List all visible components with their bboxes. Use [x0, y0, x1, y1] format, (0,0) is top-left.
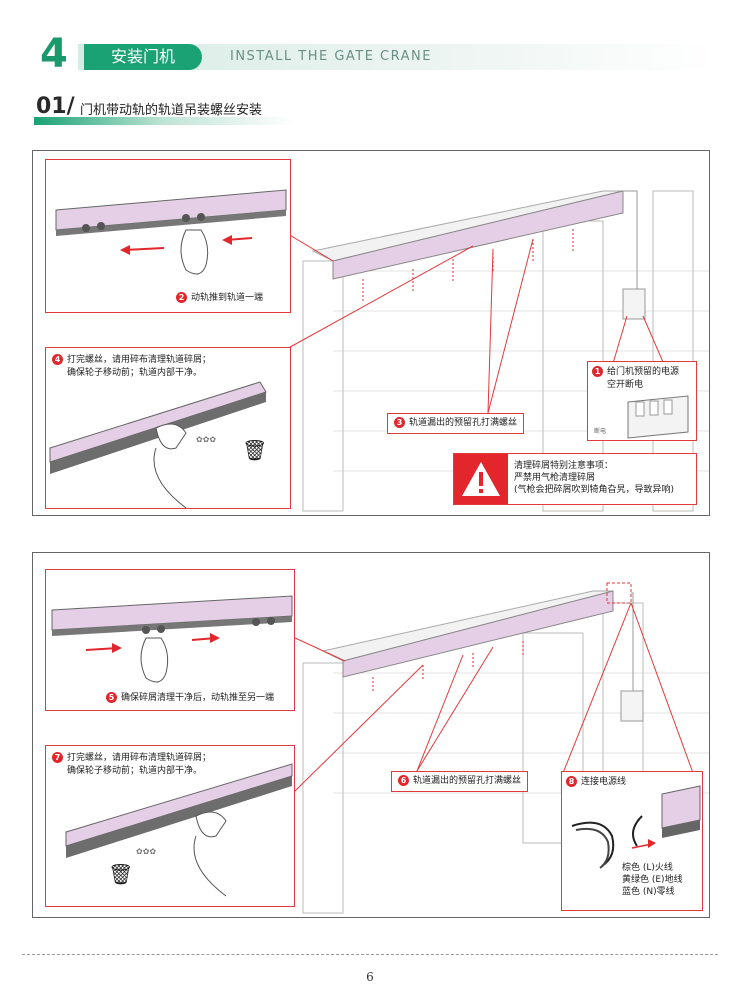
- section-title-zh: 安装门机: [84, 44, 202, 70]
- callout-1-text-1: 给门机预留的电源: [607, 367, 680, 377]
- warning-text: 清理碎屑特别注意事项： 严禁用气枪清理碎屑 (气枪会把碎屑吹到犄角旮旯，导致异响…: [514, 460, 674, 496]
- callout-2-badge: 2: [176, 292, 187, 303]
- callout-5-badge: 5: [106, 692, 117, 703]
- callout-2-label: 2 动轨推到轨道一端: [176, 292, 263, 305]
- callout-4-inset: 4 打完螺丝，请用碎布清理轨道碎屑； 确保轮子移动前；轨道内部干净。 ✿✿✿ 🗑: [45, 347, 291, 509]
- warning-title: 清理碎屑特别注意事项：: [514, 461, 614, 471]
- callout-7-label: 7 打完螺丝，请用碎布清理轨道碎屑； 确保轮子移动前；轨道内部干净。: [52, 752, 211, 778]
- callout-6-text: 轨道漏出的预留孔打满螺丝: [413, 776, 522, 786]
- illustration-panel-1: 2 动轨推到轨道一端 4 打完螺丝，请用碎布清理轨道碎屑； 确保轮子移动前；轨道内部…: [32, 150, 710, 516]
- rail-clean-illustration: ✿✿✿: [49, 381, 267, 508]
- trash-icon: 🗑: [242, 438, 268, 462]
- power-wire-illustration: [571, 785, 701, 869]
- step-underbar: [34, 117, 294, 125]
- page-number: 6: [366, 970, 374, 984]
- callout-4-text-2: 确保轮子移动前；轨道内部干净。: [67, 368, 203, 378]
- callout-1-badge: 1: [592, 366, 603, 377]
- callout-2-text: 动轨推到轨道一端: [191, 293, 264, 303]
- panel2-illustration: [292, 582, 709, 914]
- trash-icon: 🗑: [108, 862, 134, 886]
- section-number: 4: [40, 31, 68, 77]
- callout-7-badge: 7: [52, 752, 63, 763]
- wire-blue: 蓝色 (N)零线: [622, 887, 675, 897]
- callout-7-inset: 7 打完螺丝，请用碎布清理轨道碎屑； 确保轮子移动前；轨道内部干净。 ✿✿✿ 🗑: [45, 745, 295, 907]
- rail-clean-illustration-2: ✿✿✿: [65, 763, 293, 897]
- illustration-panel-2: 5 确保碎屑清理干净后，动轨推至另一端 7 打完螺丝，请用碎布清理轨道碎屑； 确保轮…: [32, 552, 710, 918]
- warning-triangle-icon: [462, 462, 500, 496]
- callout-6-label: 6 轨道漏出的预留孔打满螺丝: [391, 771, 529, 792]
- rail-push-illustration: [55, 189, 287, 275]
- warning-icon-bg: [454, 454, 508, 504]
- callout-1-text-2: 空开断电: [607, 380, 644, 390]
- callout-7-text-2: 确保轮子移动前；轨道内部干净。: [67, 766, 203, 776]
- breaker-label: 断电: [594, 428, 607, 435]
- callout-5-inset: 5 确保碎屑清理干净后，动轨推至另一端: [45, 569, 295, 711]
- breaker-illustration: [627, 395, 689, 439]
- callout-8-inset: 8 连接电源线 棕色 (L)火线 黄绿色 (E)地线 蓝色 (N)零线: [561, 771, 703, 911]
- footer-divider: [22, 954, 718, 955]
- callout-3-label: 3 轨道漏出的预留孔打满螺丝: [387, 413, 525, 434]
- callout-5-label: 5 确保碎屑清理干净后，动轨推至另一端: [106, 692, 274, 705]
- svg-text:✿✿✿: ✿✿✿: [136, 847, 156, 856]
- callout-7-text-1: 打完螺丝，请用碎布清理轨道碎屑；: [67, 753, 212, 763]
- rail-push-back-illustration: [51, 595, 293, 683]
- callout-8-text: 连接电源线: [581, 777, 627, 787]
- step-title: 门机带动轨的轨道吊装螺丝安装: [80, 103, 263, 118]
- callout-4-badge: 4: [52, 354, 63, 365]
- step-number: 01/: [36, 94, 75, 119]
- callout-2-inset: 2 动轨推到轨道一端: [45, 159, 291, 313]
- warning-line-2: (气枪会把碎屑吹到犄角旮旯，导致异响): [514, 485, 675, 495]
- callout-1-label: 1 给门机预留的电源 空开断电: [592, 366, 679, 392]
- wire-brown: 棕色 (L)火线: [622, 863, 673, 873]
- section-title-en: INSTALL THE GATE CRANE: [230, 49, 432, 64]
- wire-yellow-green: 黄绿色 (E)地线: [622, 875, 683, 885]
- svg-text:✿✿✿: ✿✿✿: [196, 435, 216, 444]
- callout-8-badge: 8: [566, 776, 577, 787]
- callout-4-label: 4 打完螺丝，请用碎布清理轨道碎屑； 确保轮子移动前；轨道内部干净。: [52, 354, 211, 380]
- callout-3-badge: 3: [394, 417, 405, 428]
- callout-8-label: 8 连接电源线: [566, 776, 626, 789]
- callout-1-inset: 1 给门机预留的电源 空开断电 断电: [587, 361, 697, 441]
- warning-line-1: 严禁用气枪清理碎屑: [514, 473, 596, 483]
- warning-box: 清理碎屑特别注意事项： 严禁用气枪清理碎屑 (气枪会把碎屑吹到犄角旮旯，导致异响…: [453, 453, 697, 505]
- callout-4-text-1: 打完螺丝，请用碎布清理轨道碎屑；: [67, 355, 212, 365]
- wire-legend: 棕色 (L)火线 黄绿色 (E)地线 蓝色 (N)零线: [622, 862, 683, 898]
- callout-3-text: 轨道漏出的预留孔打满螺丝: [409, 418, 518, 428]
- callout-6-badge: 6: [398, 775, 409, 786]
- callout-5-text: 确保碎屑清理干净后，动轨推至另一端: [121, 693, 275, 703]
